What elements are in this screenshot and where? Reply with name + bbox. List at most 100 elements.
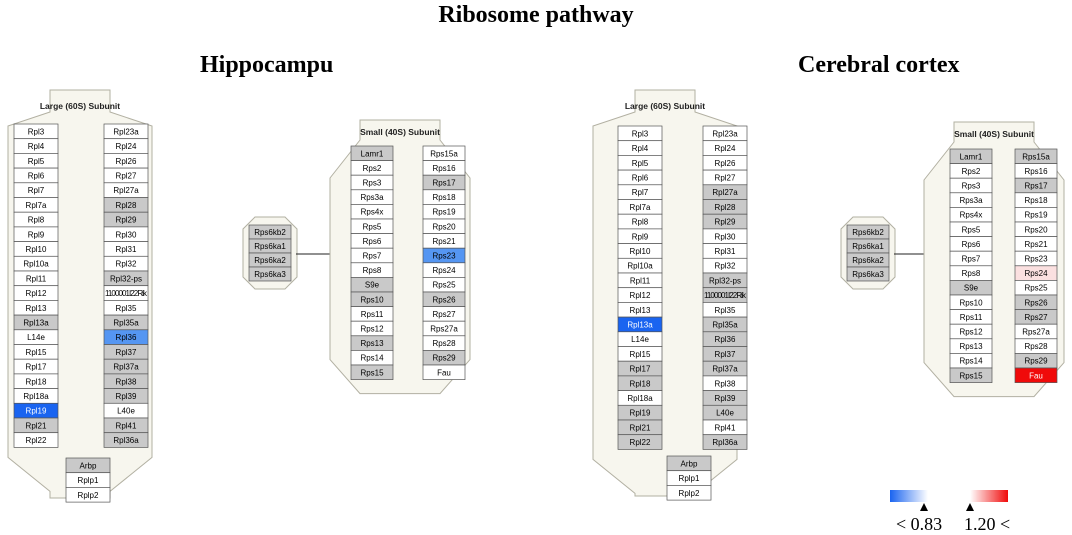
gene-label: Rpl32	[715, 262, 736, 271]
gene-rpl12: Rpl12	[13, 285, 59, 301]
gene-rpl21: Rpl21	[13, 417, 59, 434]
gene-label: Rpl32-ps	[110, 274, 142, 283]
gene-rps19: Rps19	[422, 204, 466, 220]
gene-rpl17: Rpl17	[617, 360, 663, 377]
gene-rps14: Rps14	[949, 353, 993, 369]
gene-label: Rps13	[360, 339, 384, 348]
gene-rpl35a: Rpl35a	[103, 314, 149, 331]
gene-rps27: Rps27	[1014, 309, 1058, 325]
gene-label: Arbp	[681, 459, 698, 468]
gene-fau: Fau	[1014, 367, 1058, 383]
gene-rps15: Rps15	[350, 364, 394, 380]
gene-box	[846, 266, 890, 282]
gene-lamr1: Lamr1	[350, 145, 394, 161]
gene-label: Rps25	[432, 281, 456, 290]
gene-rps18: Rps18	[422, 189, 466, 205]
kinase-rps6kb2: Rps6kb2	[846, 224, 890, 240]
gene-rps15a: Rps15a	[1014, 148, 1058, 164]
gene-label: Rpl30	[116, 230, 137, 239]
gene-rpl36: Rpl36	[702, 331, 748, 347]
gene-label: Rpl9	[28, 230, 45, 239]
gene-rpl18: Rpl18	[617, 375, 663, 391]
gene-label: Rpl3	[28, 127, 45, 136]
gene-label: Rpl21	[630, 423, 651, 432]
gene-label: Rps3a	[959, 196, 983, 205]
gene-label: Rpl21	[26, 421, 47, 430]
gene-label: Rps13	[959, 342, 983, 351]
gene-label: Rpl18	[630, 379, 651, 388]
gene-label: Rps19	[432, 208, 456, 217]
gene-label: L40e	[716, 409, 734, 418]
gene-label: Rpl27a	[113, 186, 139, 195]
gene-label: Rps10	[959, 298, 983, 307]
gene-rps24: Rps24	[1014, 265, 1058, 281]
gene-rpl10: Rpl10	[13, 241, 59, 257]
gene-rpl38: Rpl38	[702, 375, 748, 391]
gene-rpl7a: Rpl7a	[617, 199, 663, 215]
gene-rplp2: Rplp2	[666, 485, 712, 501]
gene-rps11: Rps11	[949, 309, 993, 325]
gene-label: Rpl35	[116, 304, 137, 313]
gene-rpl32-ps: Rpl32-ps	[103, 270, 149, 287]
gene-rps2: Rps2	[949, 163, 993, 179]
gene-rpl13a: Rpl13a	[13, 314, 59, 331]
gene-label: Rps16	[1024, 167, 1048, 176]
gene-rps3: Rps3	[350, 174, 394, 191]
gene-rpl9: Rpl9	[617, 228, 663, 244]
gene-rpl4: Rpl4	[13, 138, 59, 154]
gene-rpl15: Rpl15	[13, 344, 59, 360]
gene-rps21: Rps21	[422, 233, 466, 249]
gene-label: Rpl28	[116, 201, 137, 210]
gene-rpl8: Rpl8	[617, 213, 663, 230]
gene-label: Rps6ka1	[852, 242, 884, 251]
gene-label: Rps28	[1024, 342, 1048, 351]
gene-label: Rpl18a	[627, 394, 653, 403]
gene-rpl6: Rpl6	[617, 169, 663, 186]
gene-rplp1: Rplp1	[65, 472, 111, 488]
gene-rpl27a: Rpl27a	[702, 184, 748, 200]
gene-rpl13a: Rpl13a	[617, 316, 663, 333]
gene-rpl26: Rpl26	[103, 153, 149, 169]
legend-low-marker-icon	[920, 503, 928, 511]
gene-label: Rpl36	[715, 335, 736, 344]
gene-label: Rps21	[1024, 240, 1048, 249]
gene-rps3: Rps3	[949, 177, 993, 194]
gene-label: Rpl3	[632, 129, 649, 138]
kinase-rps6ka3: Rps6ka3	[846, 266, 890, 282]
gene-rps26: Rps26	[422, 291, 466, 307]
gene-label: Rpl26	[715, 159, 736, 168]
gene-arbp: Arbp	[65, 457, 111, 474]
gene-label: Rpl29	[715, 218, 736, 227]
gene-rpl15: Rpl15	[617, 346, 663, 362]
gene-rps23: Rps23	[422, 247, 466, 264]
gene-rps24: Rps24	[422, 262, 466, 278]
gene-label: Rpl22	[26, 436, 47, 445]
gene-rps10: Rps10	[949, 294, 993, 310]
gene-label: Rps15	[959, 371, 983, 380]
gene-label: Rps20	[1024, 225, 1048, 234]
gene-rpl23a: Rpl23a	[103, 123, 149, 140]
gene-label: Rps6ka1	[254, 242, 286, 251]
gene-lamr1: Lamr1	[949, 148, 993, 164]
gene-arbp: Arbp	[666, 455, 712, 472]
gene-rps17: Rps17	[422, 174, 466, 191]
gene-box	[13, 432, 59, 448]
gene-label: Rpl7	[632, 188, 649, 197]
gene-rpl10: Rpl10	[617, 243, 663, 259]
gene-label: Rpl13a	[23, 318, 49, 327]
gene-rpl19: Rpl19	[617, 404, 663, 421]
gene-label: Rpl7	[28, 186, 45, 195]
gene-l14e: L14e	[13, 329, 59, 345]
gene-label: Rpl29	[116, 216, 137, 225]
gene-label: Rps3a	[360, 193, 384, 202]
gene-rpl3: Rpl3	[13, 123, 59, 140]
gene-label: Rpl12	[630, 291, 651, 300]
gene-rpl5: Rpl5	[13, 153, 59, 169]
gene-label: Rpl39	[715, 394, 736, 403]
panel-1: Large (60S) SubunitRpl3Rpl4Rpl5Rpl6Rpl7R…	[592, 89, 1065, 501]
gene-label: Rps6kb2	[852, 228, 884, 237]
gene-rps12: Rps12	[949, 323, 993, 340]
gene-label: Rps11	[960, 313, 983, 322]
gene-label: Rps23	[1024, 255, 1048, 264]
